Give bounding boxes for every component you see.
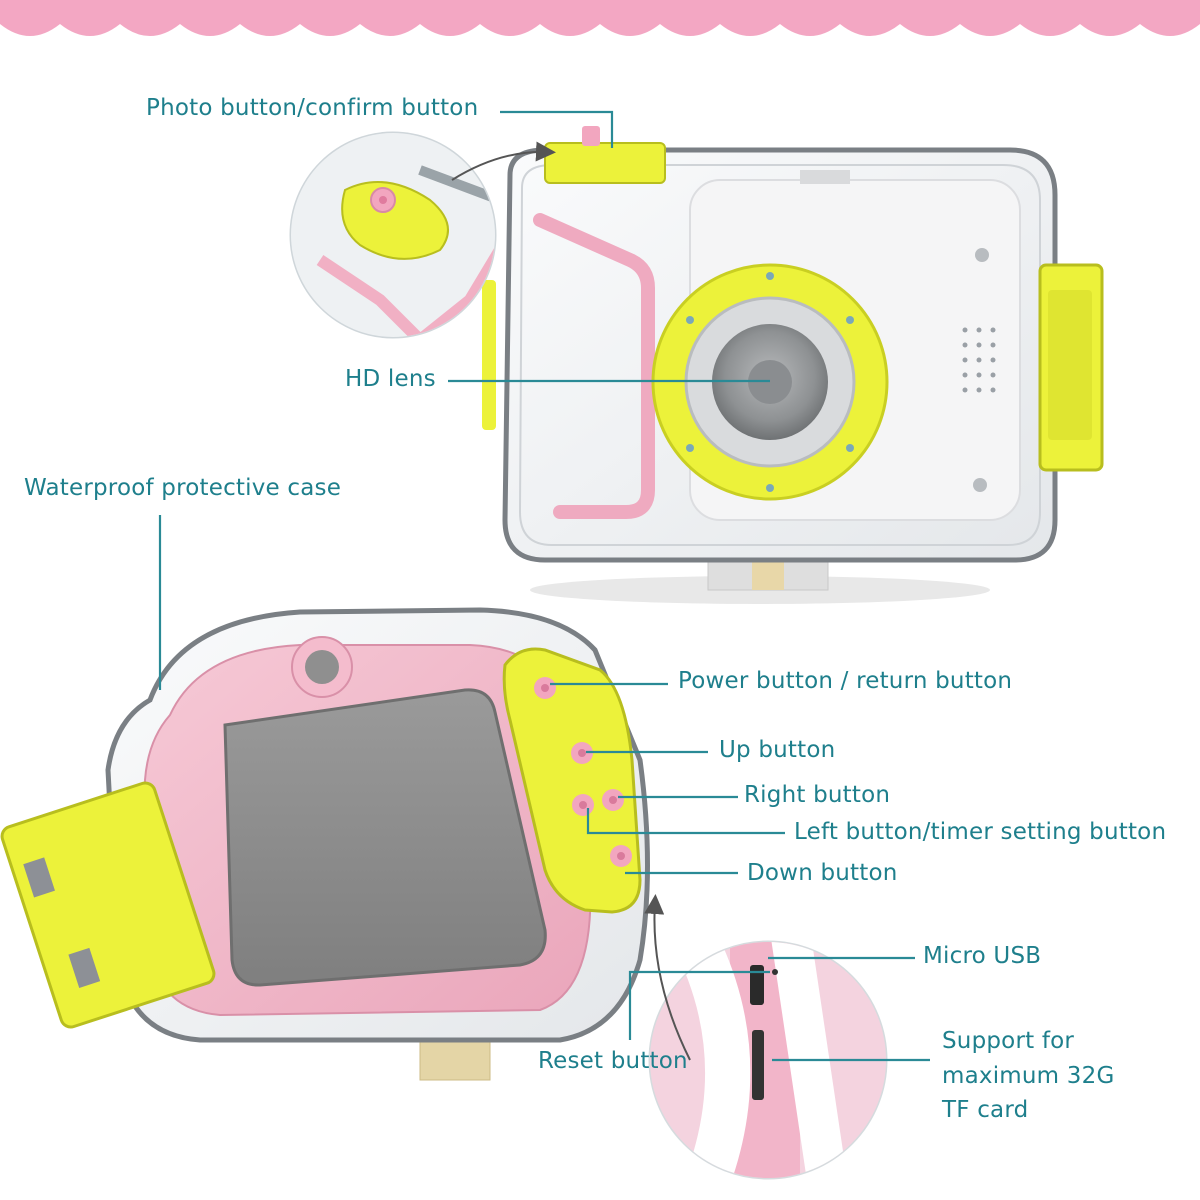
label-waterproof-case: Waterproof protective case	[24, 475, 342, 501]
label-power-button: Power button / return button	[678, 668, 1013, 694]
left-button-shape	[572, 794, 594, 816]
label-down-button: Down button	[747, 860, 898, 886]
label-tf-card-line3: TF card	[942, 1097, 1029, 1123]
camera-back-view	[0, 607, 650, 1081]
right-button-shape	[602, 789, 624, 811]
label-reset-button: Reset button	[538, 1048, 688, 1074]
leader-photo-button	[500, 110, 614, 148]
label-micro-usb: Micro USB	[923, 943, 1042, 969]
photo-button-housing	[544, 142, 666, 184]
camera-front-view	[482, 126, 1104, 604]
speaker-grille	[962, 327, 996, 393]
camera-screen	[223, 688, 547, 987]
label-hd-lens: HD lens	[345, 366, 436, 392]
down-button-shape	[610, 845, 632, 867]
label-tf-card: Support for maximum 32G TF card	[942, 1024, 1162, 1128]
case-latch-left	[0, 781, 216, 1029]
power-button-shape	[534, 677, 556, 699]
up-button-shape	[571, 742, 593, 764]
label-tf-card-line1: Support for	[942, 1028, 1075, 1054]
label-up-button: Up button	[719, 737, 836, 763]
label-right-button: Right button	[744, 782, 891, 808]
label-tf-card-line2: maximum 32G	[942, 1062, 1115, 1089]
detail-ports	[644, 894, 888, 1180]
leader-reset	[628, 970, 770, 1040]
leader-left	[586, 808, 785, 835]
leader-lines	[158, 110, 930, 1062]
detail-photo-button	[289, 131, 556, 339]
label-left-button: Left button/timer setting button	[794, 819, 1167, 845]
scalloped-border	[0, 0, 1200, 36]
label-photo-button: Photo button/confirm button	[146, 95, 479, 121]
button-panel	[502, 647, 642, 914]
